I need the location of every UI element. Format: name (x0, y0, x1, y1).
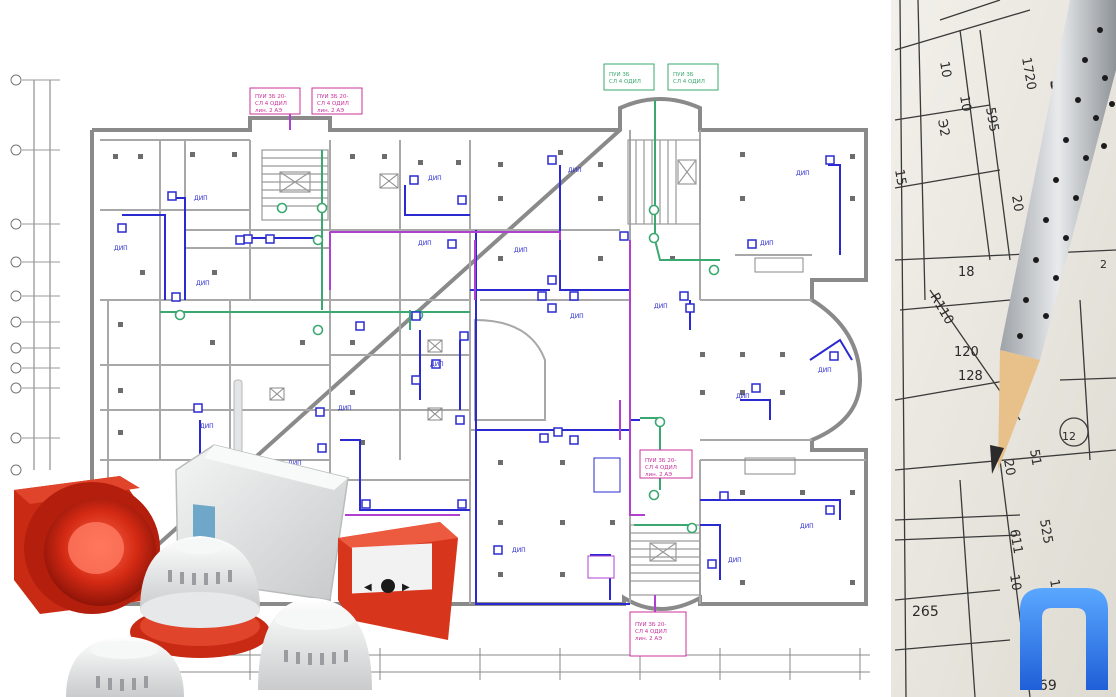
red-sounder-icon (14, 476, 160, 614)
sketch-number: 128 (958, 369, 983, 384)
sketch-number: 120 (954, 345, 979, 360)
staircase-top-right (627, 139, 701, 225)
sketch-number: 1720 (1018, 56, 1039, 91)
ceiling-fixtures (113, 150, 855, 585)
svg-text:ДИП: ДИП (654, 303, 668, 310)
blue-devices (117, 155, 839, 569)
svg-text:ДИП: ДИП (760, 240, 774, 247)
svg-text:ДИП: ДИП (796, 170, 810, 177)
brand-logo (1020, 588, 1108, 690)
svg-text:ДИП: ДИП (418, 240, 432, 247)
sketch-number: 525 (1036, 518, 1055, 545)
sketch-number: Э2 (934, 118, 952, 138)
svg-text:ДИП: ДИП (818, 367, 832, 374)
svg-text:ДИП: ДИП (512, 547, 526, 554)
svg-text:ДИП: ДИП (514, 247, 528, 254)
svg-text:ДИП: ДИП (800, 523, 814, 530)
annotation-box-blue (587, 457, 621, 579)
svg-text:ДИП: ДИП (200, 423, 214, 430)
smoke-detector-right-icon (258, 598, 372, 690)
blueprint-photo: 1720 55 10 10 595 Э2 20 15 18 R110 120 1… (889, 0, 1116, 697)
dimension-axis-left (10, 74, 60, 476)
svg-text:ДИП: ДИП (570, 313, 584, 320)
svg-text:ДИП: ДИП (568, 167, 582, 174)
fire-alarm-devices: ▶ ◀ (14, 379, 458, 697)
sketch-number: 10 (956, 94, 974, 113)
sketch-number: 15 (891, 168, 909, 187)
svg-text:ДИП: ДИП (728, 557, 742, 564)
wiring-blue (122, 164, 853, 605)
svg-text:◀: ◀ (364, 582, 372, 593)
sketch-number: 20 (1000, 458, 1018, 477)
sketch-number: 12 (1062, 430, 1076, 443)
svg-text:ДИП: ДИП (338, 405, 352, 412)
smoke-detector-red-base-icon (130, 536, 270, 658)
smoke-detector-left-icon (66, 636, 184, 697)
sketch-number: 51 (1026, 448, 1044, 467)
pencil (990, 0, 1116, 474)
svg-text:ДИП: ДИП (430, 361, 444, 368)
sketch-number: 2 (1100, 258, 1107, 271)
svg-text:ДИП: ДИП (194, 195, 208, 202)
svg-text:ДИП: ДИП (736, 393, 750, 400)
sketch-number: 18 (958, 265, 975, 280)
antenna (233, 379, 243, 461)
staircase-bottom (629, 524, 701, 596)
sketch-number: 10 (1006, 573, 1024, 592)
sketch-number: 10 (936, 60, 954, 79)
svg-text:ДИП: ДИП (196, 280, 210, 287)
svg-text:▶: ▶ (402, 582, 410, 593)
staircase-top-left (261, 149, 329, 221)
sketch-number: 595 (982, 106, 1001, 133)
svg-text:ДИП: ДИП (114, 245, 128, 252)
sketch-number: 611 (1006, 528, 1025, 555)
svg-text:ДИП: ДИП (428, 175, 442, 182)
manual-call-point-icon: ▶ ◀ (338, 522, 458, 640)
sketch-number: 20 (1008, 194, 1026, 213)
sketch-number: 265 (912, 604, 939, 620)
wiring-purple (289, 100, 656, 625)
svg-text:ДИП: ДИП (288, 460, 302, 467)
cross-fixtures (269, 173, 804, 475)
